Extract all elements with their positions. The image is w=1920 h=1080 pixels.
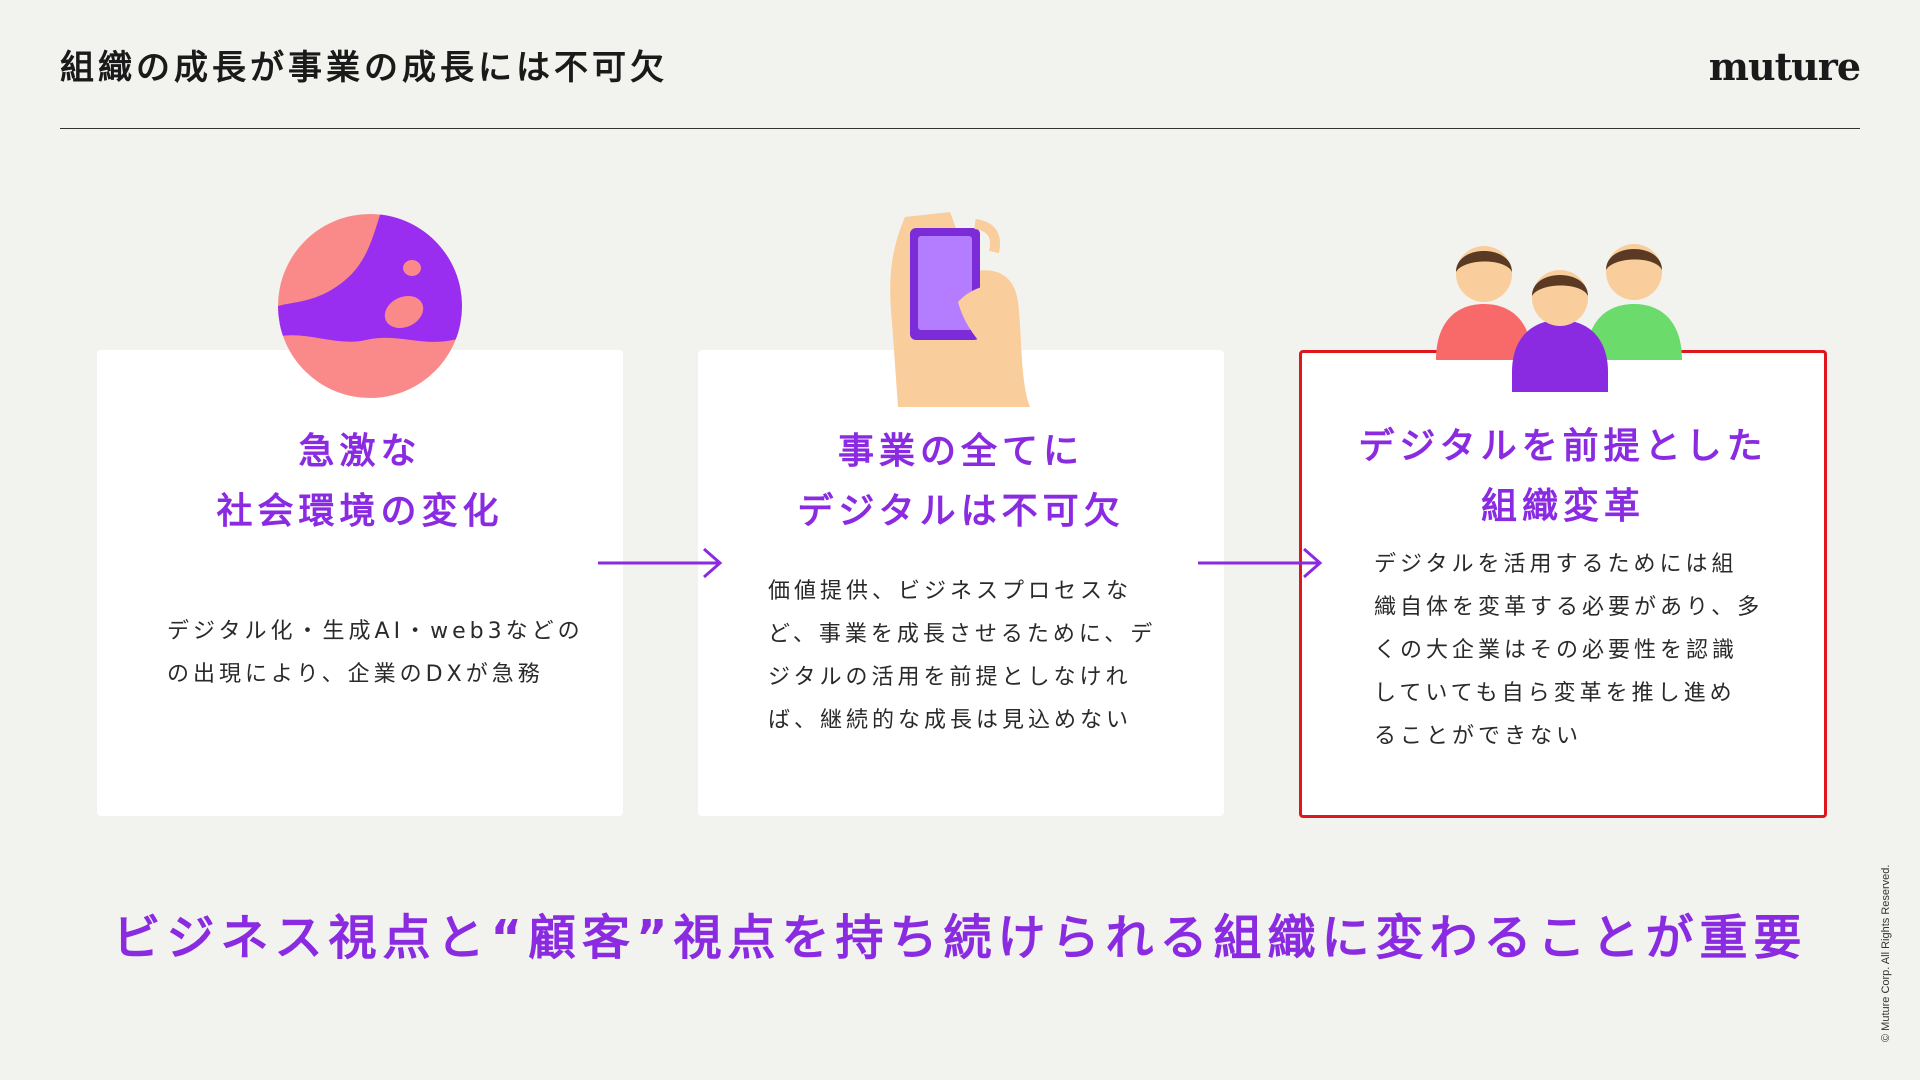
card-body-line: ジタルの活用を前提としなけれ (768, 665, 1132, 690)
card-body-line: ば、継続的な成長は見込めない (768, 708, 1133, 733)
card-body-line: くの大企業はその必要性を認識 (1374, 638, 1739, 663)
card-body-line: ることができない (1374, 724, 1583, 749)
copyright-notice: © Muture Corp. All Rights Reserved. (1880, 864, 1892, 1042)
card-body: デジタルを活用するためには組 織自体を変革する必要があり、多 くの大企業はその必… (1374, 543, 1763, 758)
tagline: ビジネス視点と“顧客”視点を持ち続けられる組織に変わることが重要 (112, 910, 1808, 966)
card-body: デジタル化・生成AI・web3などの の出現により、企業のDXが急務 (167, 610, 584, 696)
arrow-right-icon (1198, 547, 1323, 579)
card-digital-essential: 事業の全てに デジタルは不可欠 価値提供、ビジネスプロセスな ど、事業を成長させ… (698, 350, 1224, 816)
card-title-line: 急激な (298, 431, 422, 472)
card-title: 急激な 社会環境の変化 (97, 422, 623, 542)
card-body: 価値提供、ビジネスプロセスな ど、事業を成長させるために、デ ジタルの活用を前提… (768, 570, 1156, 742)
card-body-line: ど、事業を成長させるために、デ (768, 622, 1157, 647)
card-title-line: デジタルは不可欠 (797, 491, 1125, 532)
card-body-line: デジタル化・生成AI・web3などの (167, 619, 584, 644)
header-divider (60, 128, 1860, 129)
card-title: 事業の全てに デジタルは不可欠 (698, 422, 1224, 542)
smartphone-hand-icon (890, 212, 1030, 407)
arrow-right-icon (598, 547, 723, 579)
card-body-line: の出現により、企業のDXが急務 (167, 662, 544, 687)
card-title-line: 事業の全てに (837, 431, 1084, 472)
page-title: 組織の成長が事業の成長には不可欠 (60, 48, 668, 88)
globe-icon (278, 214, 462, 398)
card-title: デジタルを前提とした 組織変革 (1302, 417, 1824, 537)
card-title-line: デジタルを前提とした (1358, 426, 1768, 467)
muture-logo: muture (1708, 44, 1861, 89)
card-body-line: デジタルを活用するためには組 (1374, 552, 1738, 577)
card-body-line: していても自ら変革を推し進め (1374, 681, 1736, 706)
card-body-line: 価値提供、ビジネスプロセスな (768, 579, 1133, 604)
card-title-line: 社会環境の変化 (216, 491, 504, 532)
card-title-line: 組織変革 (1480, 486, 1645, 527)
card-body-line: 織自体を変革する必要があり、多 (1374, 595, 1764, 620)
card-social-change: 急激な 社会環境の変化 デジタル化・生成AI・web3などの の出現により、企業… (97, 350, 623, 816)
people-group-icon (1436, 244, 1682, 392)
card-org-transformation: デジタルを前提とした 組織変革 デジタルを活用するためには組 織自体を変革する必… (1299, 350, 1827, 818)
